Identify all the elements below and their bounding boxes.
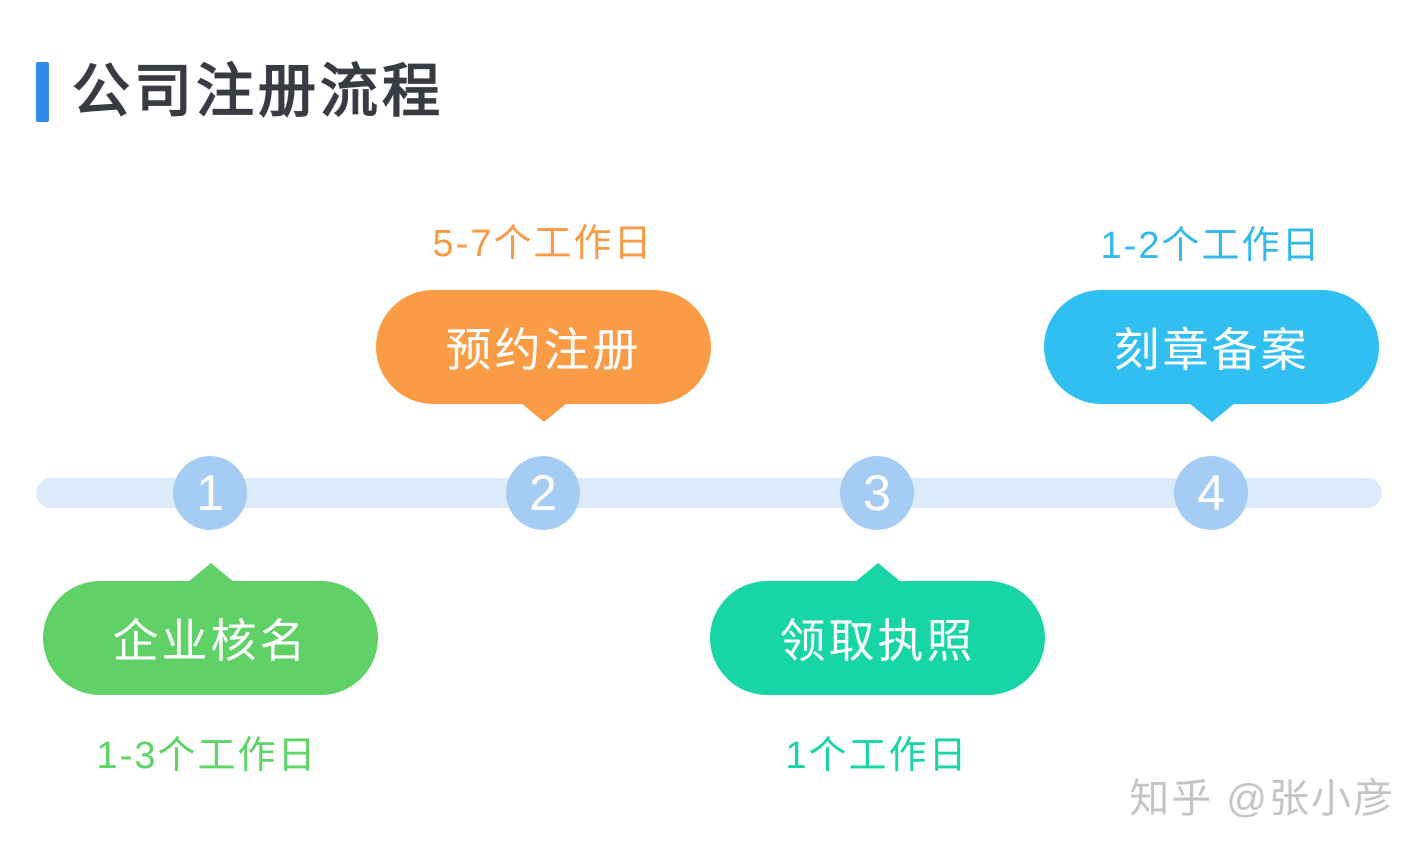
step-duration-license-collection: 1个工作日 [785,735,969,777]
step-bubble-license-collection: 领取执照 [710,563,1045,695]
timeline-node-4: 4 [1174,456,1248,530]
step-duration-seal-filing: 1-2个工作日 [1100,225,1322,267]
timeline-node-1: 1 [173,456,247,530]
watermark: 知乎 @张小彦 [1129,777,1395,821]
page-title: 公司注册流程 [72,59,445,124]
step-label-seal-filing: 刻章备案 [1113,324,1310,376]
timeline-track [36,478,1382,508]
step-duration-company-name-check: 1-3个工作日 [96,735,318,777]
bubble-tail-up-icon [854,563,901,582]
step-label-license-collection: 领取执照 [779,615,976,667]
step-duration-registration-appointment: 5-7个工作日 [432,223,654,265]
step-bubble-company-name-check: 企业核名 [43,563,378,695]
timeline-node-3: 3 [840,456,914,530]
bubble-tail-down-icon [520,403,567,422]
step-label-registration-appointment: 预约注册 [445,324,642,376]
step-bubble-seal-filing: 刻章备案 [1044,290,1379,422]
timeline-node-2: 2 [506,456,580,530]
bubble-tail-up-icon [187,563,234,582]
step-bubble-registration-appointment: 预约注册 [376,290,711,422]
header: 公司注册流程 [36,56,444,128]
title-accent-bar [36,62,49,122]
step-label-company-name-check: 企业核名 [112,615,309,667]
bubble-tail-down-icon [1188,403,1235,422]
